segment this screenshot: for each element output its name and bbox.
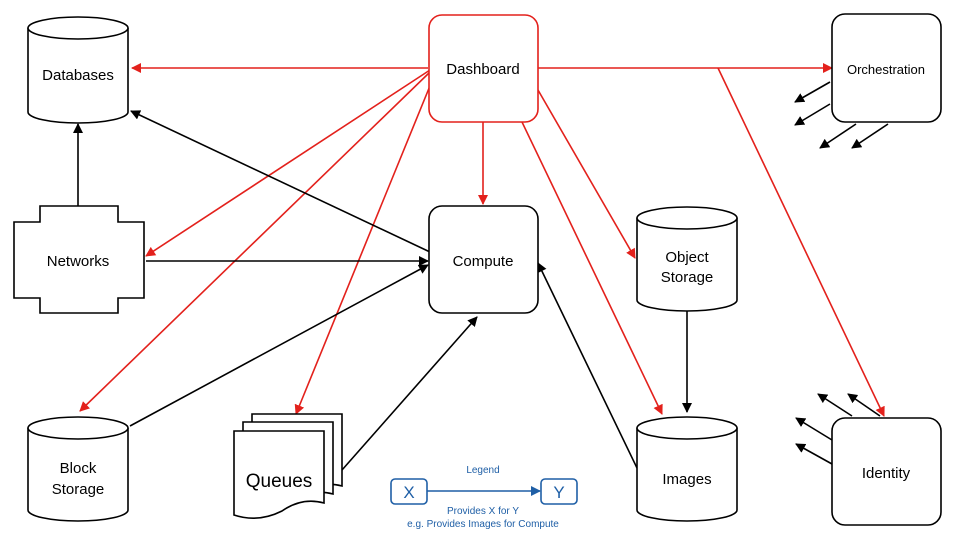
identity-stub-arrow — [817, 393, 853, 417]
databases-label: Databases — [42, 67, 114, 84]
orchestration-label: Orchestration — [847, 62, 925, 77]
orchestration-stub-arrow — [851, 123, 889, 149]
orchestration-stub-arrow — [794, 103, 831, 126]
orchestration-stub-arrows — [794, 81, 889, 149]
identity-label: Identity — [862, 465, 911, 482]
red-edges — [79, 63, 885, 417]
legend: Legend X Y Provides X for Y e.g. Provide… — [390, 465, 578, 530]
block-storage-label-line1: Block — [60, 460, 97, 477]
node-networks: Networks — [13, 205, 145, 314]
orchestration-stub-arrow — [794, 81, 831, 103]
queues-label: Queues — [246, 471, 313, 492]
edge-dashboard-object-storage — [537, 89, 636, 259]
legend-y-label: Y — [553, 483, 564, 502]
edge-queues-compute — [341, 316, 478, 471]
identity-stub-arrow — [795, 417, 833, 441]
identity-stub-arrow — [795, 443, 833, 465]
object-storage-label-line1: Object — [665, 249, 709, 266]
compute-label: Compute — [453, 253, 514, 270]
images-label: Images — [662, 471, 711, 488]
edge-dashboard-block-storage — [79, 71, 431, 412]
legend-x-box: X — [390, 478, 428, 505]
dashboard-label: Dashboard — [446, 61, 519, 78]
legend-line1: Provides X for Y — [447, 506, 519, 517]
edge-images-compute — [537, 262, 638, 469]
block-storage-label-line2: Storage — [52, 481, 105, 498]
edge-dashboard-identity — [717, 67, 885, 417]
orchestration-stub-arrow — [819, 123, 857, 149]
node-dashboard: Dashboard — [428, 14, 539, 123]
black-edges — [73, 110, 692, 471]
legend-line2: e.g. Provides Images for Compute — [407, 519, 559, 530]
edge-block-storage-compute — [129, 264, 429, 427]
node-orchestration: Orchestration — [831, 13, 942, 123]
edge-dashboard-networks — [145, 69, 431, 257]
edge-dashboard-queues — [294, 75, 435, 415]
legend-x-label: X — [403, 483, 414, 502]
legend-y-box: Y — [540, 478, 578, 505]
identity-stub-arrows — [795, 393, 881, 465]
node-block-storage: Block Storage — [27, 416, 129, 522]
node-images: Images — [636, 416, 738, 522]
node-queues: Queues — [233, 413, 343, 519]
node-object-storage: Object Storage — [636, 206, 738, 312]
edge-dashboard-images — [521, 121, 663, 415]
node-identity: Identity — [831, 417, 942, 526]
legend-title: Legend — [466, 465, 499, 476]
edge-compute-databases — [130, 110, 431, 253]
node-databases: Databases — [27, 16, 129, 124]
identity-stub-arrow — [847, 393, 881, 417]
object-storage-label-line2: Storage — [661, 269, 714, 286]
networks-label: Networks — [47, 253, 110, 270]
node-compute: Compute — [428, 205, 539, 314]
